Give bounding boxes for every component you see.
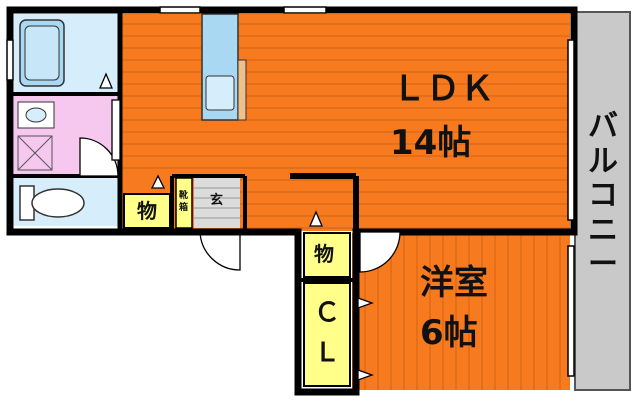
- shoe-box-label-2: 箱: [179, 203, 189, 213]
- western-room-name-label: 洋室: [420, 263, 488, 303]
- shoe-box-label-1: 靴: [179, 191, 189, 201]
- ldk-name-label: ＬＤＫ: [392, 69, 494, 109]
- windows: [6, 6, 575, 377]
- balcony-label: バルコニー: [588, 109, 618, 282]
- closet-label-l: Ｌ: [314, 338, 341, 368]
- ldk-floor-stripes: [122, 23, 570, 229]
- closet-box: [303, 282, 351, 387]
- closet-label-c: Ｃ: [314, 298, 341, 328]
- storage-main-label: 物: [137, 199, 157, 223]
- western-room-size-label: 6帖: [420, 313, 478, 353]
- entrance-area: [194, 178, 240, 228]
- entrance-label: 玄: [210, 193, 224, 208]
- kitchen-counter: [201, 13, 247, 121]
- storage-small-label: 物: [314, 242, 334, 266]
- bathroom: [14, 14, 118, 92]
- door-swings: [79, 72, 401, 381]
- balcony: [574, 11, 631, 391]
- storage-small-box: [303, 232, 351, 278]
- toilet: [14, 178, 118, 226]
- ldk-size-label: 14帖: [390, 123, 472, 163]
